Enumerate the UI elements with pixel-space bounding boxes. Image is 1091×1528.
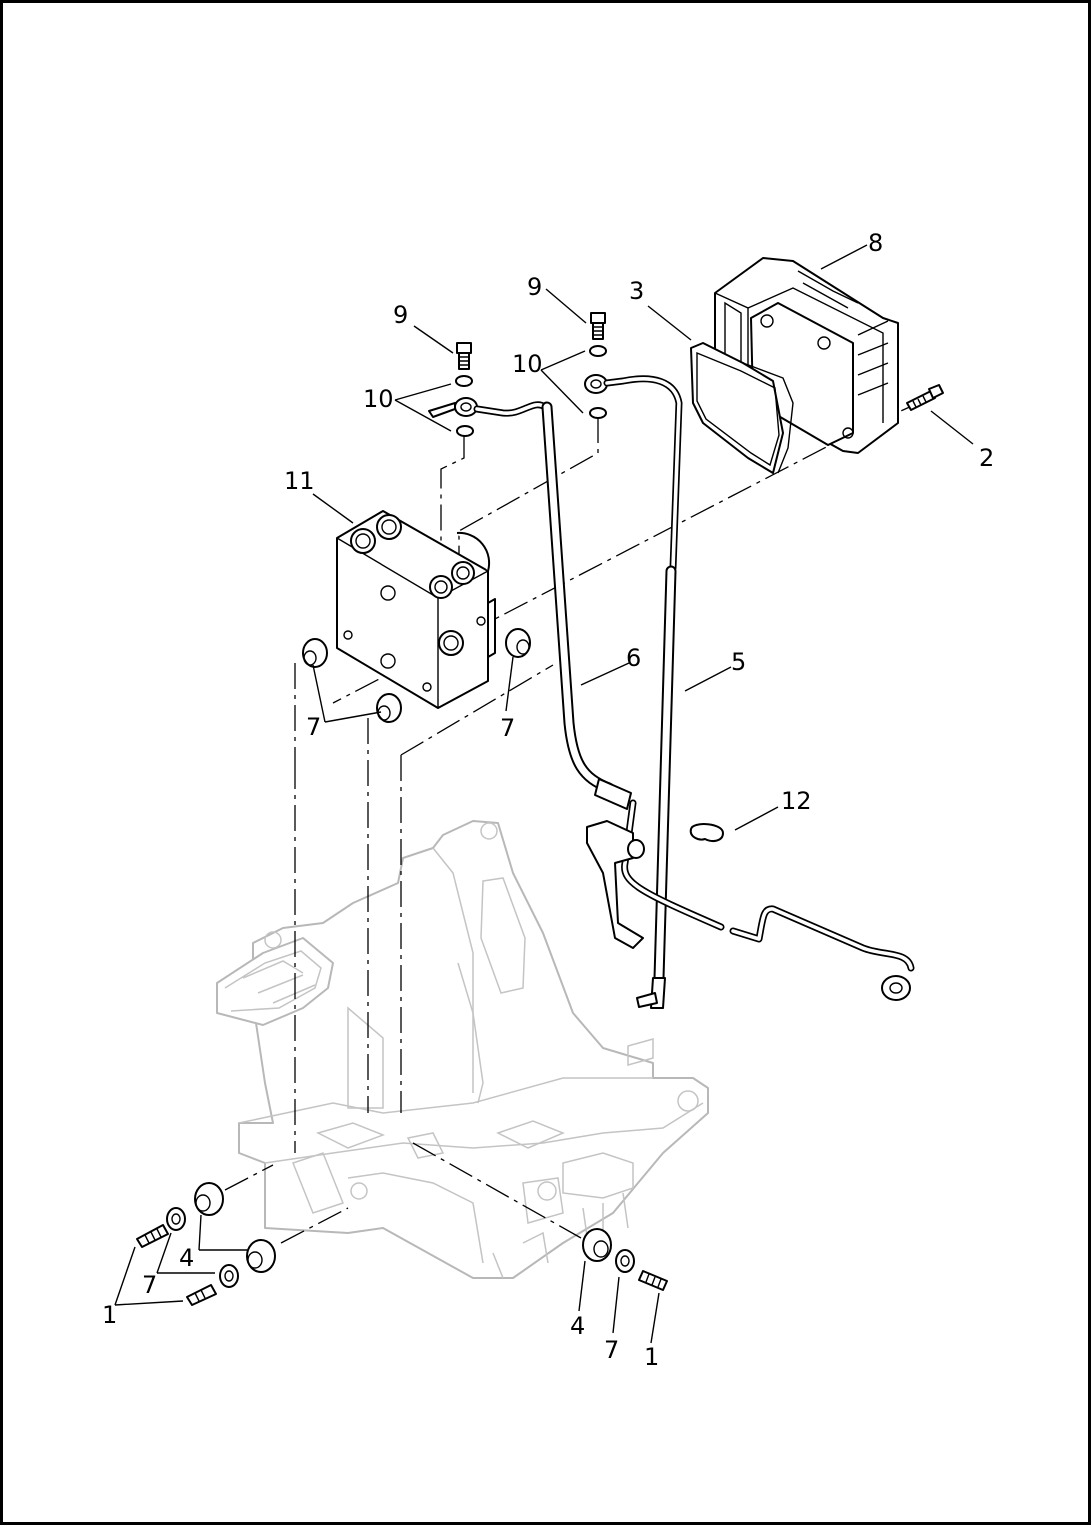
valve-block (336, 510, 496, 709)
abs-gasket (690, 342, 794, 474)
callout-7-block-left: 7 (306, 713, 321, 741)
banjo-right (584, 312, 608, 419)
callout-4-left: 4 (179, 1244, 194, 1272)
callout-9-left: 9 (393, 301, 408, 329)
leader-lines (114, 244, 974, 1344)
callout-7-lower-right: 7 (604, 1336, 619, 1364)
callout-labels: 8 3 2 9 9 10 10 11 6 5 12 7 7 4 7 1 4 7 … (102, 229, 994, 1371)
lower-left-hardware (136, 1182, 276, 1306)
callout-1-left: 1 (102, 1301, 117, 1329)
grommets-block (302, 628, 531, 723)
callout-5: 5 (731, 648, 746, 676)
callout-10-right: 10 (512, 350, 543, 378)
screw-2 (906, 384, 944, 411)
callout-3: 3 (629, 277, 644, 305)
callout-10-left: 10 (363, 385, 394, 413)
mounting-bracket (586, 820, 645, 949)
callout-1-right: 1 (644, 1343, 659, 1371)
callout-7-lower-left: 7 (142, 1271, 157, 1299)
callout-8: 8 (868, 229, 883, 257)
brake-line-5 (603, 375, 683, 1009)
lower-right-hardware (582, 1228, 668, 1291)
callout-12: 12 (781, 787, 812, 815)
exploded-parts-diagram: 8 3 2 9 9 10 10 11 6 5 12 7 7 4 7 1 4 7 … (102, 229, 994, 1371)
callout-9-right: 9 (527, 273, 542, 301)
brake-line-6 (473, 401, 915, 1001)
callout-7-block-right: 7 (500, 714, 515, 742)
frame-tray-ghost (216, 820, 709, 1279)
clip-12 (689, 823, 724, 842)
callout-4-right: 4 (570, 1312, 585, 1340)
callout-6: 6 (626, 644, 641, 672)
callout-2: 2 (979, 444, 994, 472)
callout-11: 11 (284, 467, 315, 495)
